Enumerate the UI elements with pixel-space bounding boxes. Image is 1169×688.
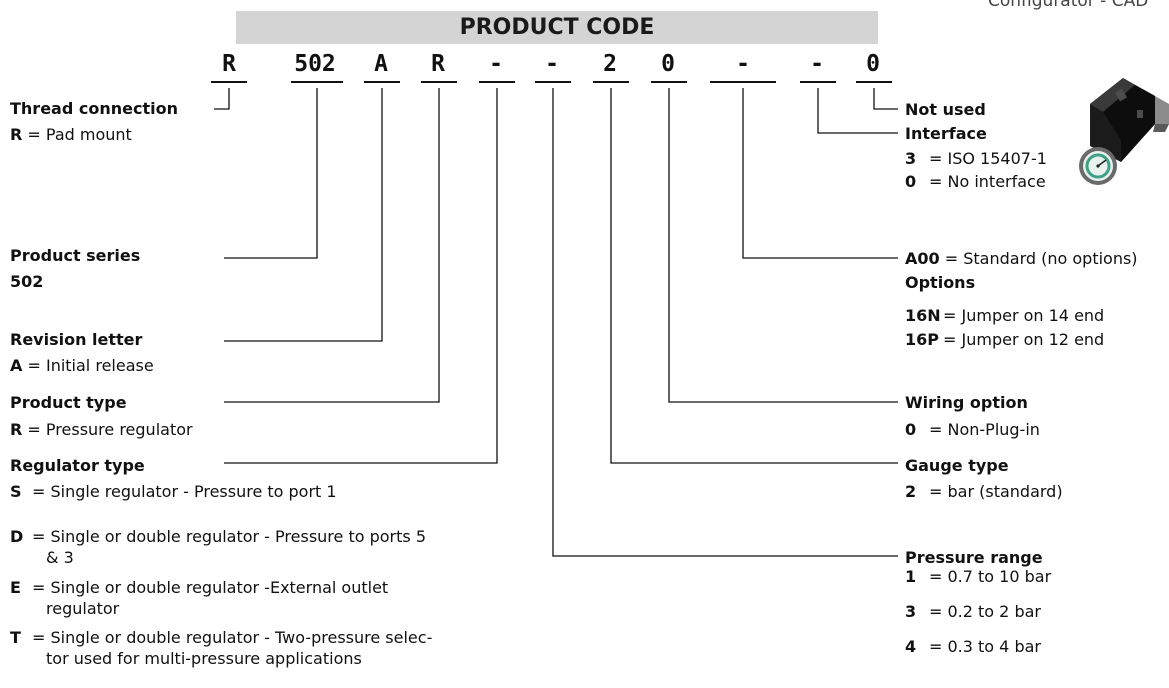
revision-letter-option: A = Initial release: [10, 356, 154, 375]
option-key: 0: [905, 172, 929, 191]
option-desc-continued: & 3: [46, 548, 74, 567]
option-key: R: [10, 420, 22, 439]
product-type-option: R = Pressure regulator: [10, 420, 193, 439]
pressure-range-title: Pressure range: [905, 548, 1043, 567]
option-key: T: [10, 628, 32, 647]
interface-option: 0= No interface: [905, 172, 1046, 191]
leader-not-used: [874, 88, 898, 109]
option-desc-continued: regulator: [46, 599, 119, 618]
regulator-type-option: D= Single or double regulator - Pressure…: [10, 527, 426, 546]
option-desc: = 0.2 to 2 bar: [929, 602, 1041, 621]
option-key: D: [10, 527, 32, 546]
option-desc: = No interface: [929, 172, 1046, 191]
regulator-type-option: E= Single or double regulator -External …: [10, 578, 388, 597]
regulator-type-option: S= Single regulator - Pressure to port 1: [10, 482, 337, 501]
options-title: Options: [905, 273, 975, 292]
option-desc: = Jumper on 14 end: [943, 306, 1104, 325]
wiring-option: 0= Non-Plug-in: [905, 420, 1040, 439]
revision-letter-title: Revision letter: [10, 330, 142, 349]
option-desc-continued: tor used for multi-pressure applications: [46, 649, 362, 668]
regulator-type-title: Regulator type: [10, 456, 145, 475]
interface-option: 3= ISO 15407-1: [905, 149, 1047, 168]
leader-wiring: [669, 88, 898, 402]
option-key: E: [10, 578, 32, 597]
product-series-title: Product series: [10, 246, 140, 265]
pressure-range-option: 3= 0.2 to 2 bar: [905, 602, 1041, 621]
not-used-title: Not used: [905, 100, 986, 119]
leader-options: [743, 88, 898, 258]
option-desc: = 0.7 to 10 bar: [929, 567, 1051, 586]
product-series-value: 502: [10, 272, 43, 291]
option-desc: = 0.3 to 4 bar: [929, 637, 1041, 656]
option-desc: = Single or double regulator - Pressure …: [32, 527, 426, 546]
product-image: [1065, 66, 1169, 206]
option-key: A00: [905, 249, 940, 268]
option-desc: = Jumper on 12 end: [943, 330, 1104, 349]
leader-pressure-range: [553, 88, 898, 556]
option-desc: = Single regulator - Pressure to port 1: [32, 482, 337, 501]
option-key: 16P: [905, 330, 943, 349]
option-desc: = Single or double regulator - Two-press…: [32, 628, 432, 647]
leader-regulator-type: [224, 88, 497, 463]
option-desc: = Pressure regulator: [27, 420, 192, 439]
option-key: 4: [905, 637, 929, 656]
option-key: 2: [905, 482, 929, 501]
leader-gauge-type: [611, 88, 898, 463]
leader-series: [224, 88, 317, 258]
leader-revision: [224, 88, 382, 341]
option-key: 3: [905, 149, 929, 168]
thread-connection-option: R = Pad mount: [10, 125, 132, 144]
option-key: R: [10, 125, 22, 144]
pressure-range-option: 4= 0.3 to 4 bar: [905, 637, 1041, 656]
option-desc: = Single or double regulator -External o…: [32, 578, 388, 597]
gauge-type-option: 2= bar (standard): [905, 482, 1063, 501]
option-key: 16N: [905, 306, 943, 325]
leader-interface: [818, 88, 898, 133]
option-key: 0: [905, 420, 929, 439]
thread-connection-title: Thread connection: [10, 99, 178, 118]
option-key: S: [10, 482, 32, 501]
option-key: A: [10, 356, 22, 375]
product-type-title: Product type: [10, 393, 127, 412]
options-option: 16N= Jumper on 14 end: [905, 306, 1104, 325]
interface-title: Interface: [905, 124, 987, 143]
option-desc: = ISO 15407-1: [929, 149, 1047, 168]
pressure-range-option: 1= 0.7 to 10 bar: [905, 567, 1051, 586]
gauge-type-title: Gauge type: [905, 456, 1009, 475]
leader-thread: [214, 88, 229, 109]
options-standard: A00 = Standard (no options): [905, 249, 1138, 268]
regulator-type-option: T= Single or double regulator - Two-pres…: [10, 628, 432, 647]
option-key: 3: [905, 602, 929, 621]
option-desc: = Pad mount: [27, 125, 131, 144]
option-desc: = Standard (no options): [945, 249, 1138, 268]
wiring-option-title: Wiring option: [905, 393, 1028, 412]
options-option: 16P= Jumper on 12 end: [905, 330, 1104, 349]
option-key: 1: [905, 567, 929, 586]
option-desc: = Non-Plug-in: [929, 420, 1040, 439]
option-desc: = Initial release: [27, 356, 153, 375]
option-desc: = bar (standard): [929, 482, 1063, 501]
leader-product-type: [224, 88, 439, 402]
